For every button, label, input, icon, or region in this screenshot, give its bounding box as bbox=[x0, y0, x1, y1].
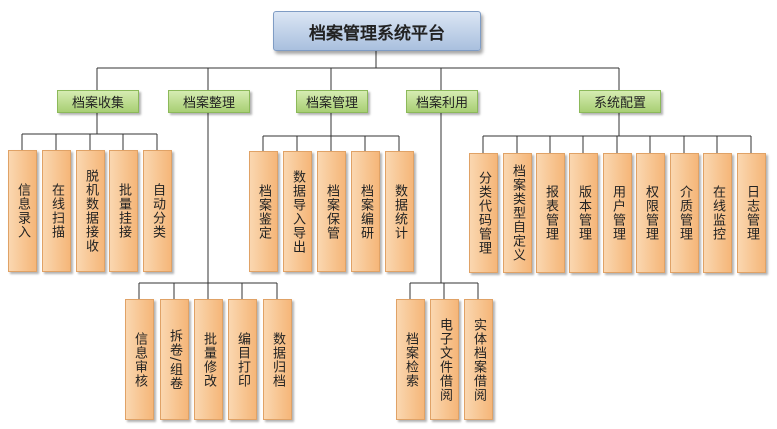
category-collection: 档案收集 bbox=[57, 90, 139, 113]
leaf-label: 档案检索 bbox=[403, 331, 418, 388]
leaf-label: 用户管理 bbox=[610, 185, 625, 241]
leaf-label: 报表管理 bbox=[543, 185, 558, 241]
leaf-node: 脱机数据接收 bbox=[76, 150, 105, 272]
leaf-label: 日志管理 bbox=[744, 185, 759, 241]
leaf-node: 批量修改 bbox=[194, 299, 223, 420]
leaf-node: 报表管理 bbox=[536, 153, 565, 273]
leaf-node: 编目打印 bbox=[228, 299, 257, 420]
category-label: 系统配置 bbox=[593, 96, 646, 111]
leaf-node: 数据统计 bbox=[385, 151, 414, 272]
root-node: 档案管理系统平台 bbox=[273, 11, 481, 51]
leaf-label: 实体档案借阅 bbox=[471, 317, 486, 402]
root-label: 档案管理系统平台 bbox=[309, 23, 445, 44]
leaf-node: 在线扫描 bbox=[42, 150, 71, 272]
leaf-node: 数据导入导出 bbox=[283, 151, 312, 272]
leaf-label: 档案保管 bbox=[324, 183, 339, 240]
leaf-label: 电子文件借阅 bbox=[437, 317, 452, 402]
leaf-label: 数据导入导出 bbox=[290, 169, 305, 254]
leaf-label: 信息审核 bbox=[132, 331, 147, 388]
leaf-node: 档案鉴定 bbox=[249, 151, 278, 272]
category-label: 档案整理 bbox=[182, 96, 235, 111]
leaf-label: 批量挂接 bbox=[116, 183, 131, 239]
leaf-label: 在线监控 bbox=[710, 185, 725, 241]
leaf-node: 档案类型自定义 bbox=[503, 153, 532, 273]
leaf-node: 拆卷/组卷 bbox=[160, 299, 189, 420]
leaf-node: 用户管理 bbox=[603, 153, 632, 273]
category-organizing: 档案整理 bbox=[168, 90, 250, 113]
leaf-node: 档案检索 bbox=[396, 299, 425, 420]
leaf-label: 数据归档 bbox=[270, 331, 285, 388]
leaf-label: 分类代码管理 bbox=[476, 171, 491, 255]
leaf-node: 自动分类 bbox=[143, 150, 172, 272]
leaf-label: 拆卷/组卷 bbox=[167, 328, 182, 391]
category-utilization: 档案利用 bbox=[406, 90, 478, 113]
leaf-node: 数据归档 bbox=[263, 299, 292, 420]
leaf-label: 版本管理 bbox=[576, 185, 591, 241]
category-system-config: 系统配置 bbox=[579, 90, 661, 113]
leaf-label: 权限管理 bbox=[643, 185, 658, 241]
leaf-node: 日志管理 bbox=[737, 153, 766, 273]
leaf-label: 介质管理 bbox=[677, 185, 692, 241]
leaf-label: 自动分类 bbox=[150, 183, 165, 239]
leaf-node: 版本管理 bbox=[569, 153, 598, 273]
leaf-node: 介质管理 bbox=[670, 153, 699, 273]
leaf-label: 数据统计 bbox=[392, 183, 407, 240]
leaf-label: 档案编研 bbox=[358, 183, 373, 240]
leaf-node: 分类代码管理 bbox=[469, 153, 498, 273]
leaf-label: 信息录入 bbox=[15, 183, 30, 239]
category-label: 档案收集 bbox=[71, 96, 124, 111]
leaf-node: 权限管理 bbox=[636, 153, 665, 273]
leaf-node: 实体档案借阅 bbox=[464, 299, 493, 420]
leaf-node: 在线监控 bbox=[703, 153, 732, 273]
leaf-label: 在线扫描 bbox=[49, 183, 64, 239]
leaf-node: 档案编研 bbox=[351, 151, 380, 272]
leaf-node: 批量挂接 bbox=[109, 150, 138, 272]
leaf-node: 信息录入 bbox=[8, 150, 37, 272]
leaf-label: 档案鉴定 bbox=[256, 183, 271, 240]
category-label: 档案管理 bbox=[305, 96, 358, 111]
leaf-node: 档案保管 bbox=[317, 151, 346, 272]
category-management: 档案管理 bbox=[296, 90, 368, 113]
leaf-label: 档案类型自定义 bbox=[510, 164, 525, 262]
leaf-node: 电子文件借阅 bbox=[430, 299, 459, 420]
leaf-label: 批量修改 bbox=[201, 331, 216, 388]
category-label: 档案利用 bbox=[415, 96, 468, 111]
leaf-label: 脱机数据接收 bbox=[83, 169, 98, 253]
leaf-node: 信息审核 bbox=[125, 299, 154, 420]
leaf-label: 编目打印 bbox=[235, 331, 250, 388]
